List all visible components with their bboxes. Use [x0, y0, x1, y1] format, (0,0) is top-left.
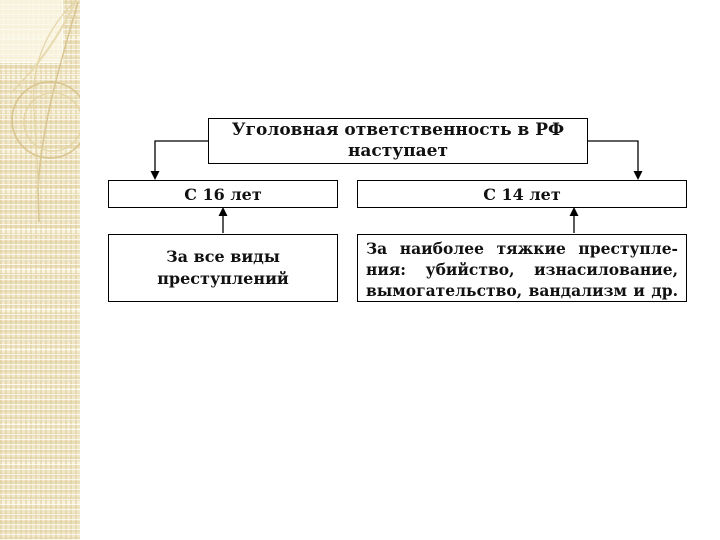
all-crimes-line2: преступлений [157, 269, 289, 288]
age-14-label: С 14 лет [483, 184, 561, 204]
grave-crimes-box: За наиболее тяжкие преступле- ния: убийс… [357, 234, 687, 302]
arrowhead-up-left-icon [218, 207, 228, 216]
root-box-line1: Уголовная ответственность в РФ [231, 120, 565, 140]
root-box: Уголовная ответственность в РФ наступает [208, 118, 588, 164]
all-crimes-line1: За все виды [166, 247, 280, 266]
sidebar-corner-square [0, 0, 63, 63]
sidebar-decoration [0, 0, 80, 540]
grave-crimes-line2: ния: убийство, изнасилование, [366, 260, 678, 279]
age-16-label: С 16 лет [184, 184, 262, 204]
root-box-line2: наступает [347, 141, 449, 161]
connector-root-to-age14 [588, 140, 639, 171]
arrowhead-up-right-icon [569, 207, 579, 216]
grave-crimes-line3: вымогательство, вандализм и др. [366, 281, 678, 300]
all-crimes-box: За все виды преступлений [108, 234, 338, 302]
connector-root-to-age16 [154, 140, 208, 171]
grave-crimes-line1: За наиболее тяжкие преступле- [366, 239, 678, 258]
arrowhead-down-left-icon [150, 171, 160, 180]
leaf-and-circles-motif-icon [11, 0, 80, 223]
age-16-box: С 16 лет [108, 180, 338, 208]
arrowhead-down-right-icon [633, 171, 643, 180]
age-14-box: С 14 лет [357, 180, 687, 208]
